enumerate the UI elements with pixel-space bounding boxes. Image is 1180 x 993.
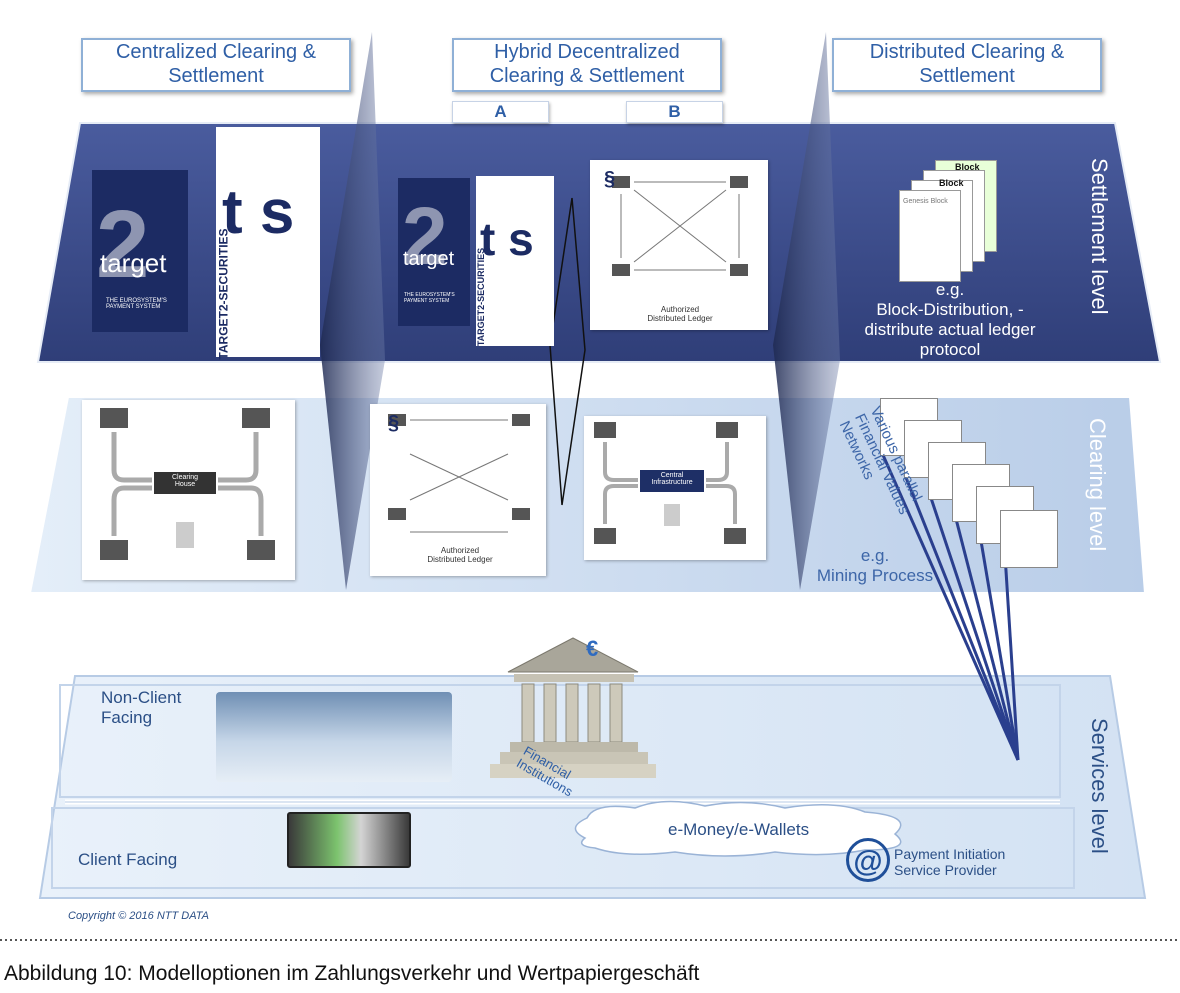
central-infrastructure-label: Central Infrastructure — [651, 472, 693, 486]
target2-subtitle: THE EUROSYSTEM'S PAYMENT SYSTEM — [106, 298, 167, 310]
t2s-subtitle-small: TARGET2-SECURITIES — [476, 247, 487, 347]
monitor-image — [287, 812, 411, 868]
non-client-facing-label: Non-Client Facing — [101, 688, 182, 727]
header-centralized: Centralized Clearing & Settlement — [81, 38, 351, 92]
target2-word: target — [100, 248, 167, 278]
t2s-logo: t s TARGET2-SECURITIES — [216, 127, 320, 360]
tab-a: A — [452, 101, 549, 123]
block-stack: Genesis Block Block Block — [895, 160, 1005, 290]
t2s-subtitle: TARGET2-SECURITIES — [216, 228, 231, 360]
block-distribution-text: e.g. Block-Distribution, - distribute ac… — [864, 280, 1036, 359]
t2s-letters-small: t s — [480, 213, 534, 265]
settlement-ledger-caption: Authorized Distributed Ledger — [647, 305, 713, 323]
clearing-level-label: Clearing level — [1085, 418, 1110, 552]
t2s-letters: t s — [222, 178, 295, 247]
network-fan-lines — [881, 454, 1020, 761]
target2-numeral-small: 2 — [402, 191, 448, 282]
mining-text: e.g. Mining Process — [816, 546, 934, 585]
clearing-ledger-panel: § Authorized Distributed Ledger — [370, 404, 546, 576]
settlement-ledger-panel: § Authorized Distributed Ledger — [590, 160, 768, 330]
services-level-label: Services level — [1087, 718, 1112, 854]
euro-icon: € — [586, 636, 599, 661]
paragraph-icon: § — [604, 168, 616, 190]
settlement-level-label: Settlement level — [1087, 158, 1112, 315]
networks-stack — [880, 398, 1060, 574]
trading-floor-image — [216, 692, 452, 782]
figure-caption: Abbildung 10: Modelloptionen im Zahlungs… — [4, 962, 700, 985]
clearing-house-label: Clearing House — [171, 474, 199, 488]
target2-word-small: target — [403, 248, 455, 270]
header-distributed: Distributed Clearing & Settlement — [832, 38, 1102, 92]
clearing-ledger-caption: Authorized Distributed Ledger — [427, 546, 493, 564]
emoney-cloud — [574, 800, 902, 857]
target2-numeral: 2 — [96, 191, 150, 298]
tab-b: B — [626, 101, 723, 123]
ab-separator — [549, 197, 586, 506]
target2-subtitle-small: THE EUROSYSTEM'S PAYMENT SYSTEM — [404, 292, 455, 304]
client-facing-label: Client Facing — [78, 850, 178, 869]
block-label-b: Block — [939, 178, 964, 188]
central-infrastructure-panel: Central Infrastructure — [584, 416, 766, 560]
at-icon: @ — [846, 838, 890, 882]
divider-left — [320, 32, 385, 590]
target2-logo: 2 target THE EUROSYSTEM'S PAYMENT SYSTEM — [92, 170, 188, 332]
divider-right — [773, 32, 840, 590]
genesis-block-label: Genesis Block — [903, 198, 948, 205]
header-hybrid: Hybrid Decentralized Clearing & Settleme… — [452, 38, 722, 92]
paragraph-icon-clearing: § — [388, 412, 400, 434]
block-label-a: Block — [955, 162, 980, 172]
copyright-text: Copyright © 2016 NTT DATA — [68, 910, 209, 922]
target2-logo-small: 2 target THE EUROSYSTEM'S PAYMENT SYSTEM — [398, 178, 470, 326]
clearing-house-panel: Clearing House — [82, 400, 295, 580]
emoney-label: e-Money/e-Wallets — [668, 820, 810, 839]
t2s-logo-small: t s TARGET2-SECURITIES — [476, 176, 554, 346]
pisp-label: Payment Initiation Service Provider — [894, 846, 1006, 878]
bank-building: € Financial Institutions — [488, 632, 658, 799]
